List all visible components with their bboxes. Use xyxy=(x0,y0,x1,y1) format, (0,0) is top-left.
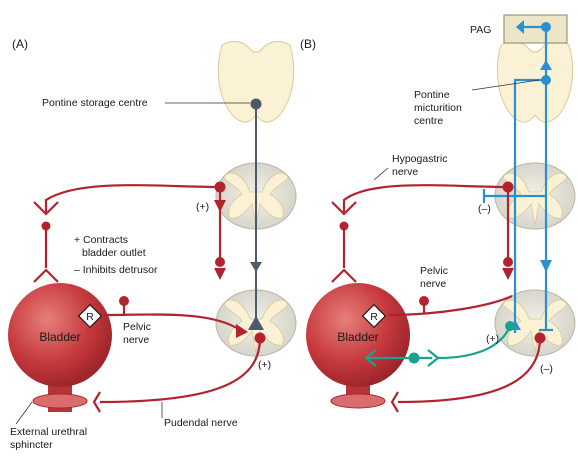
panel-b-descending-arrow xyxy=(540,260,552,272)
panel-a-inhibits: – Inhibits detrusor xyxy=(74,264,158,276)
panel-a-branch-node xyxy=(42,222,51,231)
panel-a-sphincter-leader xyxy=(16,402,32,424)
panel-a-receptor-label: R xyxy=(86,311,94,323)
panel-a-storage-centre-neuron xyxy=(251,99,262,110)
panel-b-minus-lower: (–) xyxy=(540,363,553,375)
panel-a-external-line1: External urethral xyxy=(10,426,87,438)
panel-a-plus-lower: (+) xyxy=(258,359,271,371)
panel-b-afferent-ganglion xyxy=(409,353,420,364)
panel-a-descending-arrow xyxy=(250,262,262,272)
panel-a-branch-ending xyxy=(34,270,58,282)
panel-b-tag: (B) xyxy=(300,37,316,51)
panel-b-pudendal-ending xyxy=(392,392,398,412)
panel-a-interconnect-node xyxy=(215,257,225,267)
panel-a-hypogastric-nerve xyxy=(46,185,220,212)
panel-b-pelvic-nerve xyxy=(388,296,512,315)
panel-b-pontine-line3: centre xyxy=(414,115,443,127)
panel-b-hypogastric-line2: nerve xyxy=(392,166,418,178)
panel-b-interconnect-arrow xyxy=(502,268,514,280)
panel-a-pudendal-label: Pudendal nerve xyxy=(164,417,238,429)
panel-b-pelvic-line2: nerve xyxy=(420,278,446,290)
panel-b-hypogastric-line1: Hypogastric xyxy=(392,153,447,165)
panel-b-plus-inner: (+) xyxy=(486,333,499,345)
panel-a-external-line2: sphincter xyxy=(10,439,53,451)
panel-b-branch-node xyxy=(340,222,349,231)
panel-a-external-sphincter xyxy=(33,394,87,408)
panel-a-pelvic-line2: nerve xyxy=(123,334,149,346)
panel-a-contracts-line1: + Contracts xyxy=(74,234,128,246)
panel-b-pontine-line2: micturition xyxy=(414,102,462,114)
panel-b-bladder-label: Bladder xyxy=(337,330,378,344)
panel-b-pontine-line1: Pontine xyxy=(414,89,450,101)
panel-b-afferent-neuron xyxy=(505,321,515,331)
panel-a-contracts-line2: bladder outlet xyxy=(82,247,146,259)
panel-b-pag-label: PAG xyxy=(470,24,491,36)
panel-b-external-sphincter xyxy=(331,394,385,408)
panel-a-storage-label: Pontine storage centre xyxy=(42,97,148,109)
panel-a-pelvic-line1: Pelvic xyxy=(123,321,151,333)
panel-a-tag: (A) xyxy=(12,37,28,51)
panel-b-receptor-label: R xyxy=(370,311,378,323)
panel-b-minus-upper: (–) xyxy=(478,203,491,215)
panel-b-interconnect-node xyxy=(503,257,513,267)
panel-a-plus-upper: (+) xyxy=(196,201,209,213)
panel-a-bladder-label: Bladder xyxy=(39,330,80,344)
panel-b-hypogastric-leader xyxy=(374,168,388,180)
panel-b-pons xyxy=(497,42,572,123)
panel-b-branch-ending xyxy=(332,270,356,282)
panel-a-pudendal-ending xyxy=(94,392,100,412)
panel-b-pag-box xyxy=(504,15,567,43)
panel-b-pelvic-line1: Pelvic xyxy=(420,265,448,277)
panel-a-interconnect-arrow xyxy=(214,268,226,280)
